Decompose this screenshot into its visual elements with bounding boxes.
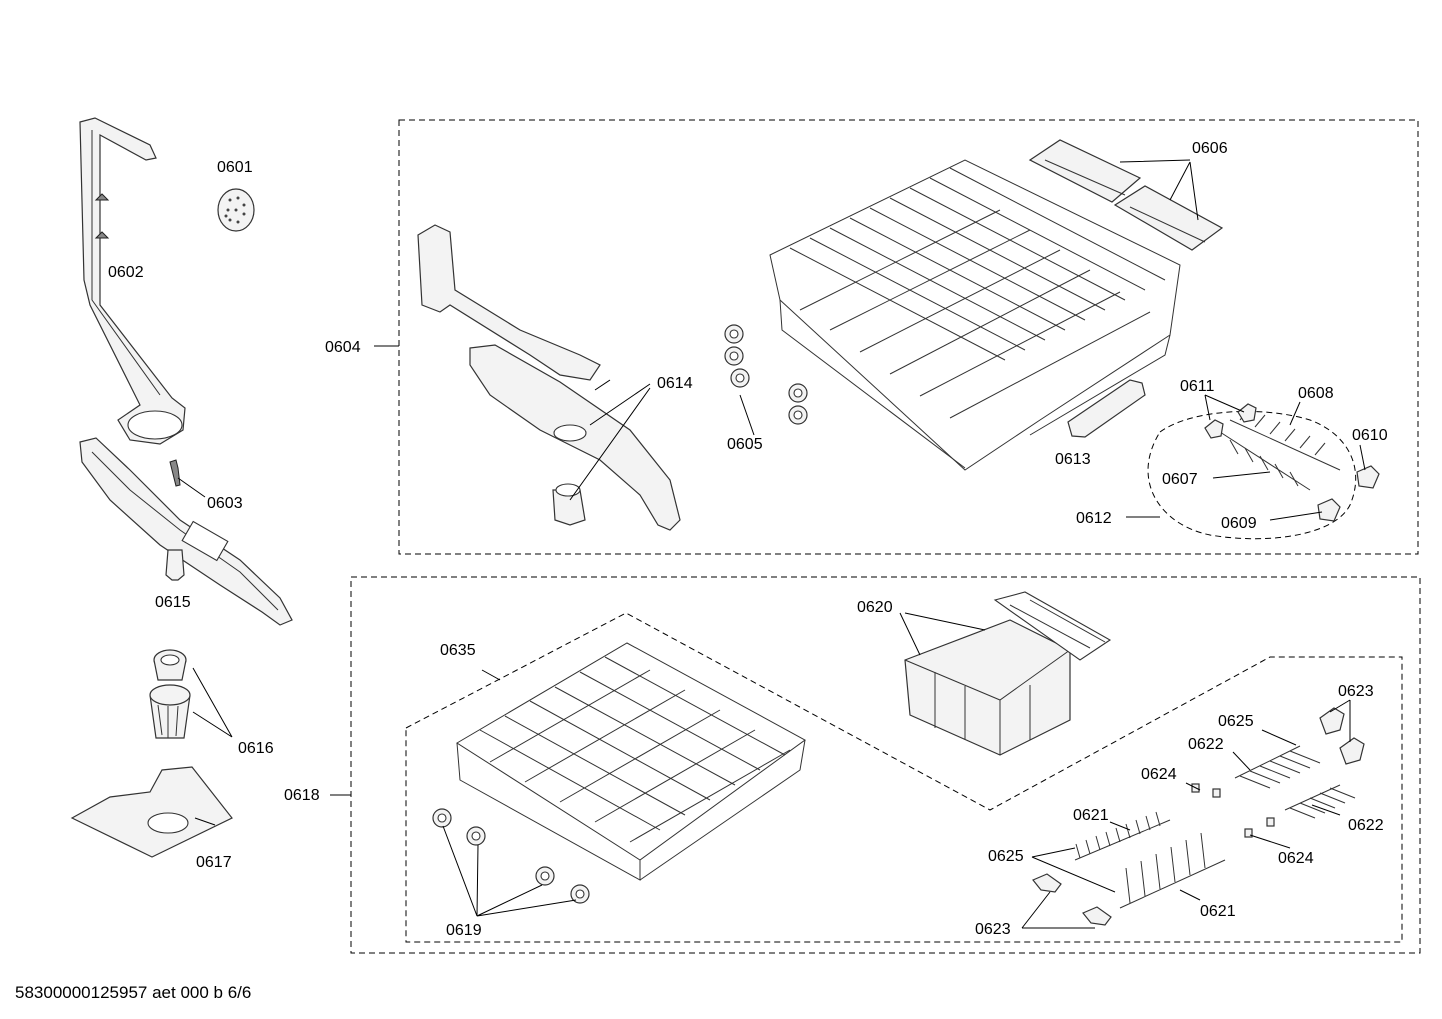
label-0610: 0610 xyxy=(1352,427,1388,444)
label-0623-lower: 0623 xyxy=(975,921,1011,938)
label-0635: 0635 xyxy=(440,642,476,659)
upper-basket-0604 xyxy=(769,159,1181,471)
label-0606: 0606 xyxy=(1192,140,1228,157)
label-0613: 0613 xyxy=(1055,451,1091,468)
tine-rows-0621 xyxy=(1074,811,1226,909)
label-0620: 0620 xyxy=(857,599,893,616)
handle-0613 xyxy=(1067,379,1146,438)
label-0604: 0604 xyxy=(325,339,361,356)
label-0619: 0619 xyxy=(446,922,482,939)
label-0609: 0609 xyxy=(1221,515,1257,532)
label-0617: 0617 xyxy=(196,854,232,871)
label-0603: 0603 xyxy=(207,495,243,512)
lower-basket-dashed-outline xyxy=(405,612,1403,943)
label-0618: 0618 xyxy=(284,787,320,804)
lower-rack-group-box xyxy=(350,576,1421,954)
label-0624-upper: 0624 xyxy=(1141,766,1177,783)
label-0625-lower: 0625 xyxy=(988,848,1024,865)
label-0607: 0607 xyxy=(1162,471,1198,488)
upper-spray-arm-0614 xyxy=(417,224,681,531)
wheels-0605 xyxy=(724,324,808,425)
label-0623-upper: 0623 xyxy=(1338,683,1374,700)
label-0624-lower: 0624 xyxy=(1278,850,1314,867)
label-0625-upper: 0625 xyxy=(1218,713,1254,730)
cutlery-basket-0620 xyxy=(904,591,1112,756)
filter-set-0616 xyxy=(149,649,191,739)
label-0605: 0605 xyxy=(727,436,763,453)
document-id-footer: 58300000125957 aet 000 b 6/6 xyxy=(15,983,251,1002)
label-0608: 0608 xyxy=(1298,385,1334,402)
label-0614: 0614 xyxy=(657,375,693,392)
screw-0603 xyxy=(169,459,181,487)
cup-shelves-0606 xyxy=(1028,139,1224,251)
label-0621-upper: 0621 xyxy=(1073,807,1109,824)
label-0601: 0601 xyxy=(217,159,253,176)
rack-rail-kit-dashed-outline xyxy=(1147,410,1357,540)
upper-rack-group-box xyxy=(398,119,1419,555)
hinges-0623 xyxy=(1032,707,1365,926)
wheels-0619 xyxy=(432,808,590,904)
leader-lines xyxy=(177,159,1366,929)
label-0616: 0616 xyxy=(238,740,274,757)
spray-nozzle-0601 xyxy=(217,188,255,232)
label-0622-upper: 0622 xyxy=(1188,736,1224,753)
label-0612: 0612 xyxy=(1076,510,1112,527)
label-0602: 0602 xyxy=(108,264,144,281)
label-0622-lower: 0622 xyxy=(1348,817,1384,834)
lower-spray-arm-0615 xyxy=(79,437,293,626)
label-0615: 0615 xyxy=(155,594,191,611)
label-0621-lower: 0621 xyxy=(1200,903,1236,920)
tine-rows-0622 xyxy=(1234,745,1356,819)
rails-0607-0608 xyxy=(1204,403,1380,522)
clips-0624 xyxy=(1191,783,1275,838)
lower-basket-0635 xyxy=(456,642,806,881)
label-0611: 0611 xyxy=(1180,378,1215,395)
spray-pipe-0602 xyxy=(79,117,186,445)
filter-plate-0617 xyxy=(70,766,233,858)
